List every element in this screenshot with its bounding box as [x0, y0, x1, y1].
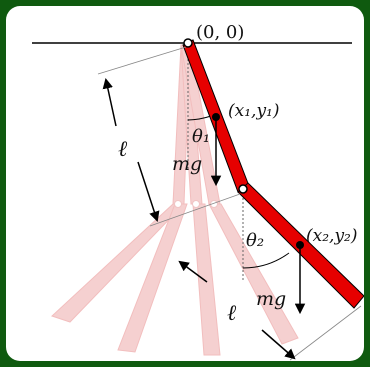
- mg1-label: mg: [172, 153, 202, 175]
- ghost-pendulums: [51, 44, 299, 356]
- length-extension-top: [97, 46, 187, 75]
- length-extension-bottom-2: [289, 305, 362, 361]
- length-arrow-bottom-up: [178, 260, 208, 283]
- mg2-label: mg: [256, 288, 286, 310]
- length-extension-bottom: [149, 193, 241, 227]
- ghost-lower-link-2: [117, 203, 188, 353]
- theta2-label: θ₂: [246, 230, 264, 251]
- double-pendulum-diagram: (0, 0) (x₁,y₁) (x₂,y₂) θ₁ θ₂ mg mg ℓ ℓ: [32, 22, 364, 361]
- theta1-label: θ₁: [192, 126, 210, 147]
- length-arrow-left-down: [137, 161, 160, 222]
- point2-label: (x₂,y₂): [306, 226, 358, 246]
- middle-joint: [238, 184, 248, 194]
- theta2-arc: [242, 252, 290, 269]
- ghost-joint-1: [174, 200, 182, 208]
- ghost-joint-2: [192, 200, 200, 208]
- length-bottom-label: ℓ: [227, 301, 237, 326]
- pivot-joint: [183, 38, 193, 48]
- origin-label: (0, 0): [196, 22, 244, 43]
- ghost-lower-link-3: [192, 203, 221, 356]
- point1-label: (x₁,y₁): [228, 101, 280, 121]
- diagram-panel: (0, 0) (x₁,y₁) (x₂,y₂) θ₁ θ₂ mg mg ℓ ℓ: [6, 6, 364, 361]
- length-left-label: ℓ: [118, 137, 128, 162]
- length-arrow-left-up: [102, 77, 117, 127]
- length-arrow-bottom-down: [261, 329, 296, 360]
